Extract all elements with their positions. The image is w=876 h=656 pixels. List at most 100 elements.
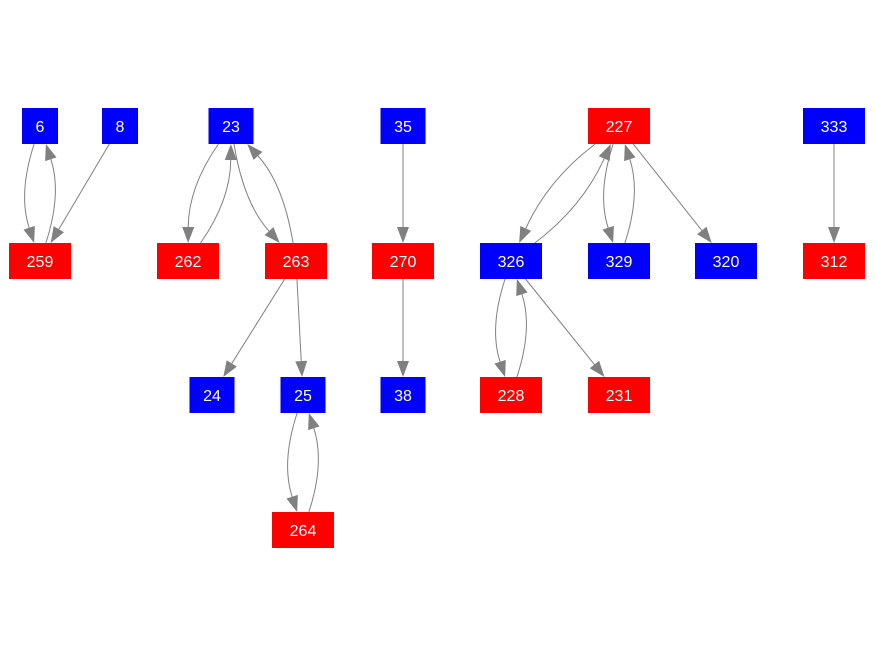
edge-line: [624, 159, 635, 244]
arrowhead-icon: [308, 413, 320, 431]
graph-node[interactable]: 35: [380, 108, 426, 144]
node-box: [265, 243, 327, 279]
graph-node[interactable]: 264: [272, 512, 334, 548]
arrowhead-icon: [516, 279, 528, 297]
graph-node[interactable]: 6: [22, 108, 58, 144]
graph-edge: [45, 144, 57, 244]
graph-node[interactable]: 23: [208, 108, 254, 144]
edge-line: [516, 294, 527, 378]
arrowhead-icon: [602, 225, 614, 243]
arrowhead-icon: [50, 226, 64, 243]
arrowhead-icon: [45, 144, 57, 162]
graph-node[interactable]: 329: [588, 243, 650, 279]
node-box: [280, 377, 326, 413]
graph-edge: [397, 279, 409, 377]
node-box: [380, 108, 426, 144]
node-box: [803, 108, 865, 144]
arrowhead-icon: [697, 226, 712, 243]
graph-edge: [295, 278, 308, 377]
graph-node[interactable]: 270: [372, 243, 434, 279]
graph-node[interactable]: 326: [480, 243, 542, 279]
node-box: [803, 243, 865, 279]
node-label: 259: [27, 254, 54, 271]
node-box: [189, 377, 235, 413]
graph-edge: [525, 278, 605, 377]
graph-node[interactable]: 333: [803, 108, 865, 144]
arrowhead-icon: [397, 227, 409, 243]
edge-line: [231, 278, 286, 364]
node-label: 228: [498, 388, 525, 405]
graph-edge: [632, 143, 712, 243]
node-label: 333: [821, 119, 848, 136]
arrowhead-icon: [224, 144, 237, 161]
graph-node[interactable]: 25: [280, 377, 326, 413]
node-label: 6: [36, 119, 45, 136]
node-label: 227: [606, 119, 633, 136]
arrowhead-icon: [589, 360, 605, 377]
edge-line: [308, 428, 319, 513]
graph-node[interactable]: 38: [380, 377, 426, 413]
arrowhead-icon: [397, 361, 409, 377]
arrowhead-icon: [264, 227, 280, 243]
edge-line: [525, 278, 595, 365]
graph-edge: [828, 143, 840, 243]
node-label: 35: [394, 119, 412, 136]
node-label: 24: [203, 388, 221, 405]
graph-edge: [23, 143, 35, 243]
edge-line: [603, 143, 614, 228]
edge-line: [24, 143, 35, 228]
arrowhead-icon: [286, 494, 298, 512]
graph-node[interactable]: 231: [588, 377, 650, 413]
node-label: 270: [390, 254, 417, 271]
arrowhead-icon: [624, 144, 636, 162]
edge-line: [495, 278, 506, 362]
node-box: [157, 243, 219, 279]
graph-node[interactable]: 259: [9, 243, 71, 279]
graph-node[interactable]: 227: [588, 108, 650, 144]
arrowhead-icon: [247, 144, 263, 160]
arrowhead-icon: [828, 227, 840, 243]
node-box: [588, 108, 650, 144]
edge-line: [296, 278, 302, 362]
graph-node[interactable]: 263: [265, 243, 327, 279]
arrowhead-icon: [223, 360, 237, 377]
graph-node[interactable]: 320: [695, 243, 757, 279]
node-box: [588, 377, 650, 413]
edge-line: [525, 143, 596, 229]
node-box: [102, 108, 138, 144]
node-box: [9, 243, 71, 279]
graph-node[interactable]: 312: [803, 243, 865, 279]
node-label: 329: [606, 254, 633, 271]
node-box: [380, 377, 426, 413]
edge-line: [58, 143, 110, 230]
node-label: 231: [606, 388, 633, 405]
graph-edge: [286, 412, 298, 512]
node-box: [695, 243, 757, 279]
graph-edge: [182, 143, 219, 243]
graph-edge: [519, 143, 596, 243]
graph-edge: [247, 144, 294, 244]
edge-line: [257, 155, 294, 244]
graph-edge: [397, 144, 409, 243]
graph-edge: [516, 279, 528, 378]
arrowhead-icon: [494, 359, 506, 377]
edge-line: [632, 143, 703, 231]
graph-edge: [308, 413, 320, 513]
arrowhead-icon: [519, 225, 532, 243]
graph-edge: [494, 278, 506, 377]
graph-node[interactable]: 8: [102, 108, 138, 144]
edge-line: [200, 159, 232, 244]
node-box: [480, 377, 542, 413]
edges-layer: [23, 143, 840, 513]
graph-node[interactable]: 262: [157, 243, 219, 279]
graph-node[interactable]: 24: [189, 377, 235, 413]
node-box: [372, 243, 434, 279]
node-label: 23: [222, 119, 240, 136]
edge-line: [534, 158, 605, 244]
node-label: 25: [294, 388, 312, 405]
node-label: 262: [175, 254, 202, 271]
edge-line: [287, 412, 298, 497]
graph-node[interactable]: 228: [480, 377, 542, 413]
node-label: 326: [498, 254, 525, 271]
